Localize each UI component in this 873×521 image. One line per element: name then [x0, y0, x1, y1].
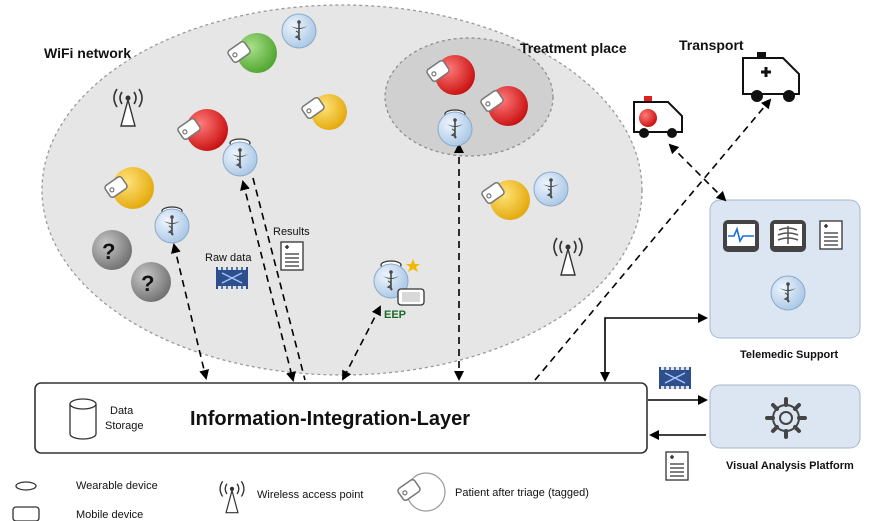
report-from-visual-icon: [665, 451, 689, 481]
doctor-icon: [534, 172, 568, 206]
patient-red-treat-2: [479, 86, 528, 126]
link-layer-telemedic: [600, 313, 708, 382]
transport-label: Transport: [679, 37, 744, 53]
link-patient-layer-2: [240, 180, 296, 382]
patient-green: [226, 33, 277, 73]
link-layer-transport: [534, 98, 772, 381]
treatment-place-label: Treatment place: [520, 40, 627, 56]
legend-antenna-icon: [219, 480, 245, 514]
legend-wearable-icon: [15, 481, 37, 491]
wifi-network-label: WiFi network: [44, 45, 131, 61]
link-patient-layer-3: [252, 177, 306, 381]
integration-layer-box: [34, 382, 648, 454]
patient-yellow-top: [300, 94, 347, 130]
doctor-icon: [155, 209, 189, 243]
gear-icon: [765, 397, 807, 439]
mobile-device-icon: [397, 288, 425, 306]
question-mark-1: ?: [102, 239, 115, 264]
doctor-icon: [223, 142, 257, 176]
legend-wearable-label: Wearable device: [76, 480, 158, 492]
film-to-visual-icon: [658, 366, 692, 390]
legend-access-point-label: Wireless access point: [257, 489, 363, 501]
legend-mobile-label: Mobile device: [76, 509, 143, 521]
patient-red-mid: [176, 109, 228, 151]
patient-yellow-left: [103, 167, 154, 209]
patient-unknown-1: [92, 230, 132, 270]
data-storage-label-2: Storage: [105, 420, 144, 432]
visual-analysis-panel: [709, 384, 861, 449]
results-report-icon: [280, 241, 304, 271]
medical-report-icon: [819, 220, 843, 250]
eep-label: EEP: [384, 309, 406, 321]
ecg-monitor-icon: [723, 220, 759, 252]
raw-data-film-icon: [215, 266, 249, 290]
visual-analysis-label: Visual Analysis Platform: [726, 460, 854, 472]
question-mark-2: ?: [141, 271, 154, 296]
legend-mobile-icon: [12, 506, 40, 521]
treatment-place-zone: [384, 37, 554, 157]
star-icon: [406, 259, 420, 272]
link-eep-layer: [342, 305, 381, 381]
results-label: Results: [273, 226, 310, 238]
data-storage-label-1: Data: [110, 405, 134, 417]
raw-data-label: Raw data: [205, 252, 252, 264]
link-patient-layer-1: [171, 243, 209, 380]
doctor-icon: [282, 14, 316, 48]
data-storage-icon: [69, 398, 97, 440]
legend-patient-icon: [396, 472, 446, 512]
link-ambulance-telemedic: [668, 143, 727, 202]
doctor-icon: [438, 112, 472, 146]
legend-patient-label: Patient after triage (tagged): [455, 487, 589, 499]
ambulance-icon: [742, 52, 800, 102]
patient-red-treat-1: [425, 55, 475, 95]
telemedic-support-label: Telemedic Support: [740, 349, 839, 361]
integration-layer-title: Information-Integration-Layer: [190, 408, 470, 430]
patient-yellow-right: [480, 180, 530, 220]
patient-unknown-2: [131, 262, 171, 302]
xray-monitor-icon: [770, 220, 806, 252]
doctor-icon: [771, 276, 805, 310]
ambulance-icon: [633, 96, 683, 138]
